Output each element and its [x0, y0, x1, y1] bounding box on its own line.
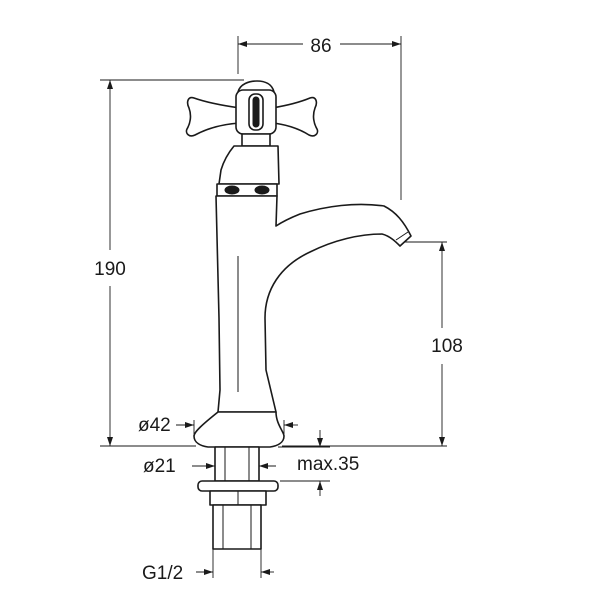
- dim-108-arrow-top: [439, 242, 445, 251]
- back-nut: [197, 480, 279, 492]
- column-and-spout: [215, 195, 412, 413]
- dim-35-arrow-bottom: [317, 481, 323, 490]
- dim-21-arrow-left: [206, 463, 215, 469]
- dim-21-arrow-right: [259, 463, 268, 469]
- dim-35-arrow-top: [317, 438, 323, 447]
- stem-collar: [241, 133, 271, 147]
- label-max-35: max.35: [297, 454, 359, 475]
- base-flange: [193, 411, 285, 448]
- shank: [214, 446, 260, 482]
- dim-thread-arrow-right: [261, 569, 270, 575]
- spout-outlet: [395, 231, 409, 241]
- handle-indicator-inner: [252, 96, 260, 128]
- dim-108-arrow-bottom: [439, 437, 445, 446]
- dim-86-arrow-right: [392, 41, 401, 47]
- dim-42-arrow-left: [185, 422, 194, 428]
- headwork: [218, 145, 280, 185]
- label-thread-g12: G1/2: [142, 563, 183, 584]
- dimension-labels: 86 190 108 ø42 ø21 max.35 G1/2: [94, 36, 463, 584]
- dim-190-arrow-bottom: [107, 437, 113, 446]
- dim-86-arrow-left: [238, 41, 247, 47]
- label-diameter-21: ø21: [143, 456, 176, 477]
- tap-body: [185, 80, 412, 550]
- label-height-108: 108: [431, 336, 463, 357]
- label-width-86: 86: [310, 36, 331, 57]
- dim-thread-arrow-left: [204, 569, 213, 575]
- label-height-190: 190: [94, 259, 126, 280]
- handle-right-arm: [271, 96, 319, 137]
- decor-dot-left: [224, 185, 240, 195]
- decor-dot-right: [254, 185, 270, 195]
- dim-42-arrow-right: [284, 422, 293, 428]
- threaded-tail: [212, 504, 262, 550]
- handle-left-arm: [185, 96, 241, 137]
- label-diameter-42: ø42: [138, 415, 171, 436]
- dimension-lines: [100, 36, 447, 578]
- dim-190-arrow-top: [107, 80, 113, 89]
